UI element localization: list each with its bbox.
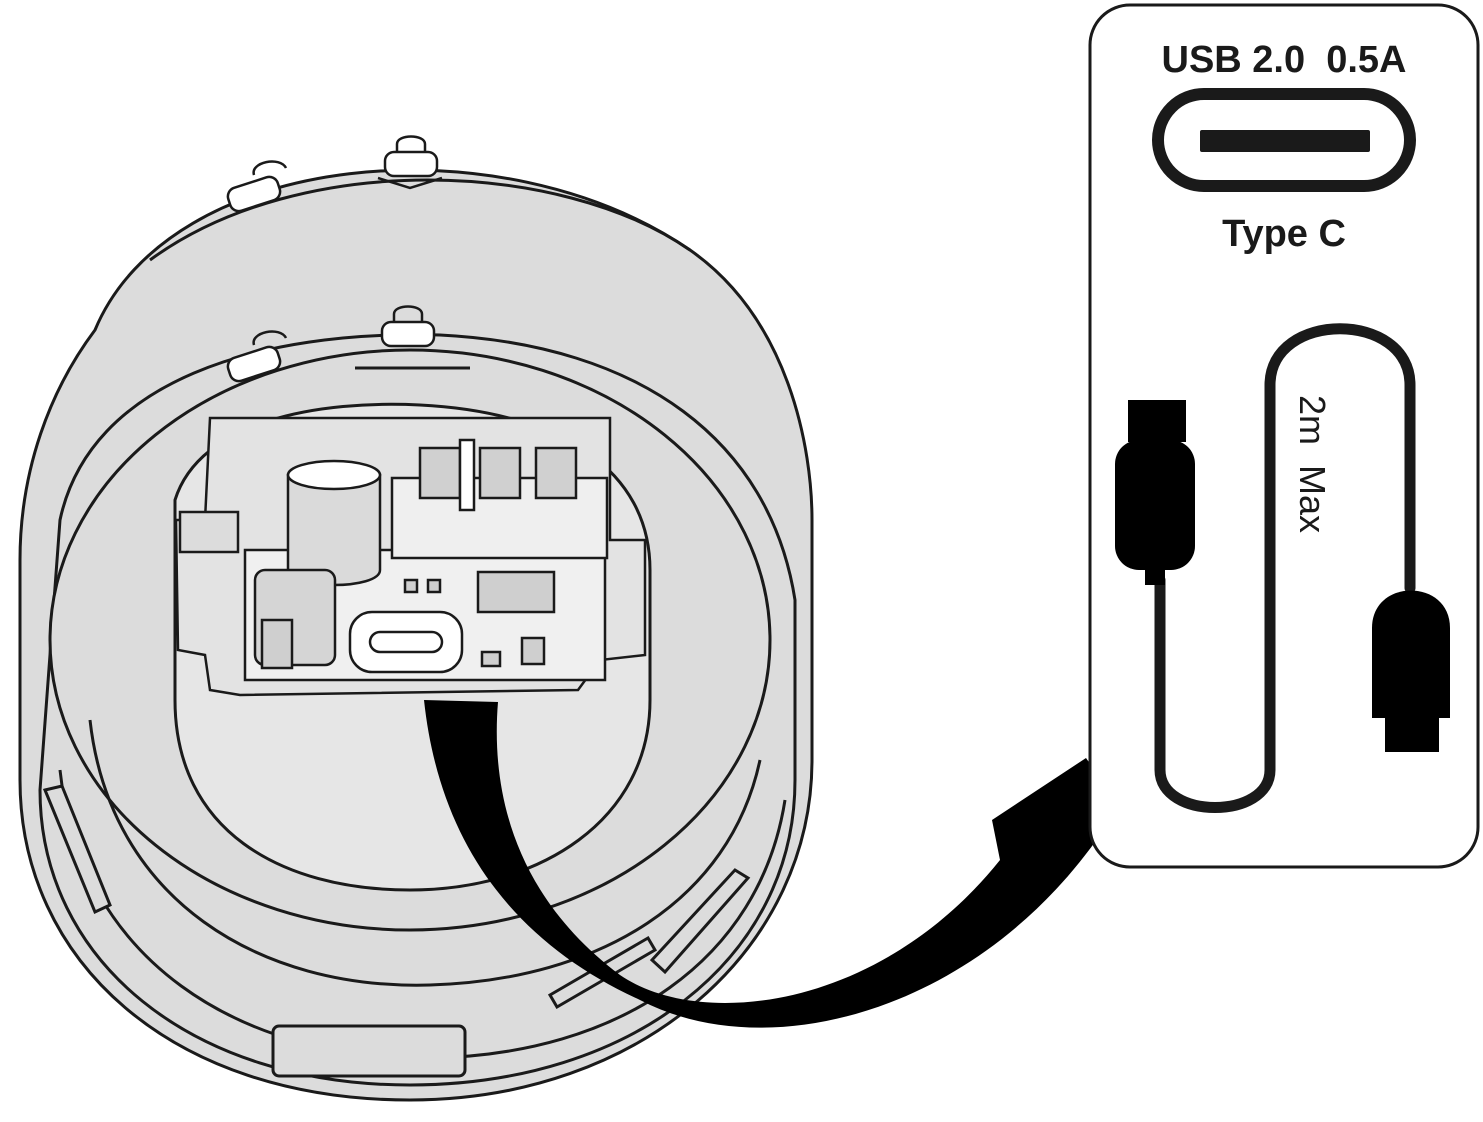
spec-card: USB 2.0 0.5A Type C 2m Max xyxy=(1088,3,1480,869)
usb-c-port-slot xyxy=(368,630,444,654)
curved-arrow xyxy=(424,700,1142,1028)
capacitor-top xyxy=(286,459,382,491)
cable-line xyxy=(1154,323,1416,813)
rim-markers xyxy=(226,135,443,383)
usb-spec-label: USB 2.0 0.5A xyxy=(1162,39,1407,81)
ic-chip xyxy=(476,570,556,614)
side-bracket-left xyxy=(178,510,240,554)
terminal-pin xyxy=(458,438,476,512)
cable-length-label: 2m Max xyxy=(1292,395,1333,533)
chip-small-3 xyxy=(426,578,442,594)
port-type-label: Type C xyxy=(1222,213,1346,255)
unlock-icon xyxy=(226,330,288,383)
housing-lower-ring-1 xyxy=(88,719,762,987)
housing-top-rim xyxy=(149,178,691,262)
housing-clip-right xyxy=(649,868,751,975)
terminal-1 xyxy=(418,446,462,500)
lock-icon xyxy=(380,305,436,348)
lock-icon xyxy=(377,135,443,190)
usb-a-plug-icon xyxy=(1115,400,1195,585)
chip-small-5 xyxy=(520,636,546,666)
usb-c-plug-icon xyxy=(1372,590,1450,752)
terminal-2 xyxy=(478,446,522,500)
chip-small-1 xyxy=(260,618,294,670)
terminal-3 xyxy=(534,446,578,500)
circuit-board xyxy=(174,416,647,697)
housing-clip-bottom xyxy=(271,1024,467,1078)
housing-clip-left xyxy=(42,784,112,915)
chip-small-2 xyxy=(403,578,419,594)
chip-small-4 xyxy=(480,650,502,668)
unlock-icon xyxy=(226,160,288,213)
capacitor xyxy=(286,473,382,587)
usb-c-port-icon xyxy=(1152,88,1416,192)
